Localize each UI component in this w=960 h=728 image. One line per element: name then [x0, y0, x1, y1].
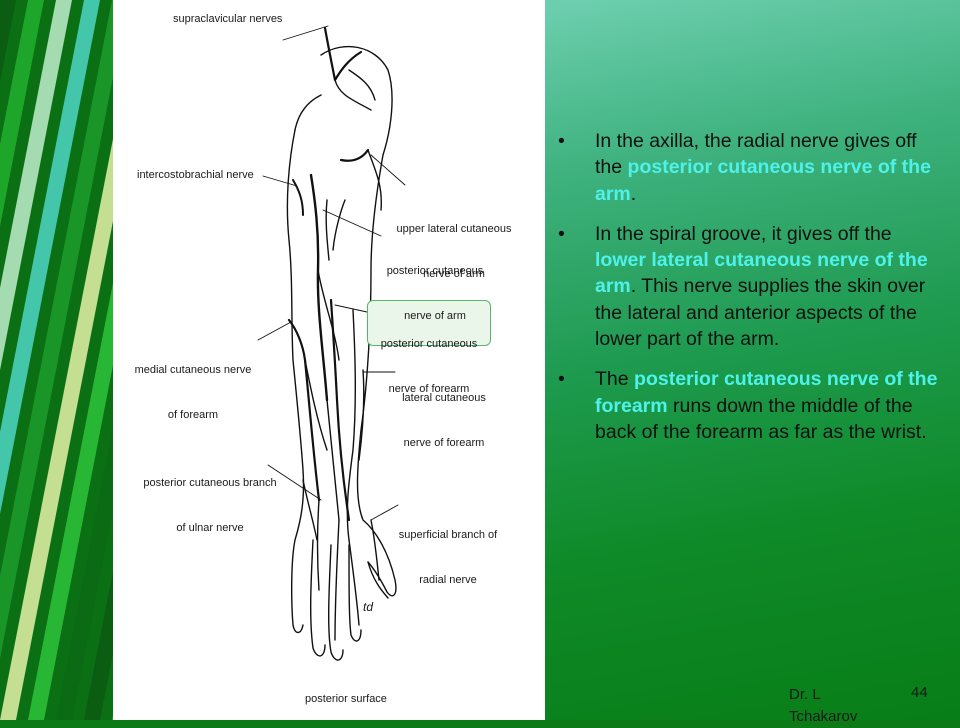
label-line: lateral cutaneous — [402, 392, 486, 404]
page-number: 44 — [911, 684, 928, 701]
decorative-stripe — [84, 570, 113, 720]
label-supraclavicular-nerves: supraclavicular nerves — [173, 13, 283, 25]
label-line: radial nerve — [419, 574, 477, 586]
label-line: of forearm — [167, 409, 219, 421]
bullet-dot-icon: • — [558, 130, 565, 152]
highlighted-term: lower lateral cutaneous nerve of the arm — [595, 249, 928, 298]
decorative-stripe — [0, 0, 72, 371]
bullet-list: • In the axilla, the radial nerve gives o… — [558, 128, 947, 459]
label-posterior-cutaneous-ulnar: posterior cutaneous branch of ulnar nerv… — [135, 446, 285, 566]
label-line: upper lateral cutaneous — [396, 223, 512, 235]
nerve-diagram: supraclavicular nerves intercostobrachia… — [113, 0, 545, 720]
highlight-box — [367, 300, 491, 346]
bullet-text: runs down the middle of the back of the … — [595, 394, 927, 443]
decorative-stripe — [0, 0, 44, 227]
label-line: posterior cutaneous — [386, 265, 484, 277]
label-medial-cutaneous-forearm: medial cutaneous nerve of forearm — [131, 333, 255, 453]
label-line: superficial branch of — [398, 529, 498, 541]
bullet-item: • In the axilla, the radial nerve gives o… — [558, 128, 947, 207]
label-line: posterior cutaneous branch — [143, 477, 277, 489]
arm-illustration — [257, 25, 406, 661]
label-line: nerve of forearm — [388, 383, 470, 395]
label-line: of ulnar nerve — [176, 522, 244, 534]
label-line: medial cutaneous nerve — [134, 364, 252, 376]
decorative-stripe — [28, 282, 113, 720]
bullet-text: The — [595, 368, 635, 391]
label-upper-lateral-cutaneous: upper lateral cutaneous nerve of arm — [395, 192, 513, 312]
decorative-stripe — [0, 0, 100, 515]
text-panel: • In the axilla, the radial nerve gives o… — [545, 0, 960, 725]
label-lateral-cutaneous-forearm: lateral cutaneous nerve of forearm — [391, 361, 497, 481]
bullet-text: . This nerve supplies the skin over the … — [595, 275, 926, 351]
decorative-stripe — [112, 714, 113, 720]
label-line: nerve of forearm — [403, 437, 485, 449]
footer-author: Dr. L Tchakarov — [789, 686, 858, 725]
label-line: nerve of arm — [404, 310, 466, 322]
bullet-item: • The posterior cutaneous nerve of the fo… — [558, 366, 947, 445]
highlighted-term: posterior cutaneous nerve of the arm — [595, 156, 931, 205]
decorative-stripes — [0, 0, 113, 720]
label-intercostobrachial-nerve: intercostobrachial nerve — [137, 169, 254, 181]
label-posterior-cutaneous-arm: posterior cutaneous nerve of arm — [375, 234, 495, 354]
decorative-stripe — [0, 0, 113, 659]
label-posterior-cutaneous-forearm: posterior cutaneous nerve of forearm — [369, 307, 489, 427]
label-line: nerve of arm — [423, 268, 485, 280]
decorative-stripe — [0, 0, 16, 83]
bullet-item: •In the spiral groove, it gives off the … — [558, 221, 947, 352]
bullet-text: In the axilla, the radial nerve gives of… — [595, 130, 917, 179]
label-posterior-surface: posterior surface — [305, 693, 387, 705]
bullet-text: . — [630, 182, 637, 205]
label-superficial-radial: superficial branch of radial nerve — [383, 498, 513, 618]
highlighted-term: posterior cutaneous nerve of the forearm — [595, 368, 938, 417]
bullet-text: In the spiral groove, it gives off the — [595, 222, 892, 245]
decorative-stripe — [56, 426, 113, 720]
label-initials: td — [363, 600, 374, 614]
bullet-dot-icon: • — [558, 222, 565, 245]
decorative-stripe — [0, 138, 113, 720]
bullet-dot-icon: • — [558, 368, 565, 391]
label-line: posterior cutaneous — [380, 338, 478, 350]
